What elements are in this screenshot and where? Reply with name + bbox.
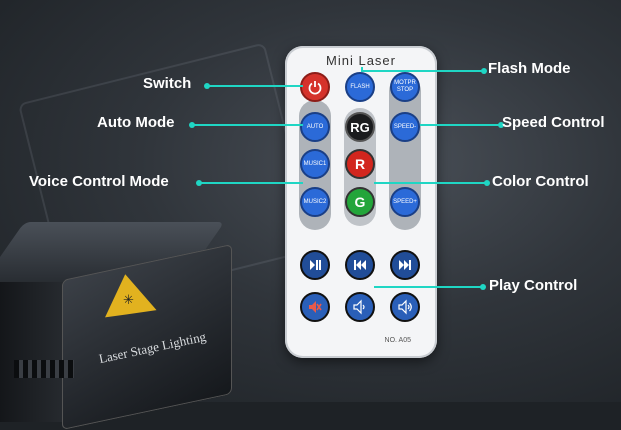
rg-button[interactable]: RG	[345, 112, 375, 142]
remote-title: Mini Laser	[326, 53, 396, 68]
voice-control-callout-line	[199, 182, 303, 184]
switch-callout-line	[207, 85, 303, 87]
switch-callout-label: Switch	[143, 75, 192, 92]
music1-label: MUSIC1	[303, 160, 327, 167]
voice-control-callout-label: Voice Control Mode	[29, 173, 169, 190]
play-control-callout-label: Play Control	[489, 277, 578, 294]
auto-button-label: AUTO	[306, 123, 324, 130]
flash-mode-callout-dot	[481, 68, 487, 74]
play-pause-icon	[310, 260, 321, 270]
motor-stop-button[interactable]: MOTPR STOP	[390, 72, 420, 102]
speed-plus-button[interactable]: SPEED+	[390, 187, 420, 217]
flash-button[interactable]: FLASH	[345, 72, 375, 102]
flash-mode-callout-label: Flash Mode	[488, 60, 571, 77]
music2-button[interactable]: MUSIC2	[300, 187, 330, 217]
speed-minus-label: SPEED-	[393, 123, 417, 130]
power-icon	[308, 81, 322, 95]
device-vent	[14, 360, 74, 378]
rg-button-label: RG	[350, 119, 370, 135]
music2-label: MUSIC2	[303, 198, 327, 205]
green-color-label: G	[354, 194, 366, 210]
auto-mode-callout-line	[192, 124, 303, 126]
play-control-callout-line	[374, 286, 482, 288]
flash-mode-callout-stem	[361, 67, 363, 72]
speed-control-callout-line	[420, 124, 500, 126]
laser-warning-symbol: ✳	[123, 292, 134, 307]
volume-down-icon	[353, 299, 365, 315]
speed-plus-label: SPEED+	[393, 198, 417, 205]
next-icon	[399, 260, 411, 270]
play-control-callout-dot	[480, 284, 486, 290]
red-color-label: R	[354, 156, 366, 172]
speed-control-callout-label: Speed Control	[502, 114, 605, 131]
speed-minus-button[interactable]: SPEED-	[390, 112, 420, 142]
remote-control: Mini Laser FLASH MOTPR STOP AUTO RG SPEE…	[285, 46, 437, 358]
previous-button[interactable]	[345, 250, 375, 280]
flash-button-label: FLASH	[350, 83, 370, 90]
mute-button[interactable]	[300, 292, 330, 322]
color-control-callout-dot	[484, 180, 490, 186]
volume-up-icon	[398, 299, 412, 315]
auto-button[interactable]: AUTO	[300, 112, 330, 142]
color-control-callout-label: Color Control	[492, 173, 589, 190]
next-button[interactable]	[390, 250, 420, 280]
mute-icon	[309, 301, 322, 313]
auto-mode-callout-label: Auto Mode	[97, 114, 175, 131]
volume-up-button[interactable]	[390, 292, 420, 322]
previous-icon	[354, 260, 366, 270]
flash-mode-callout-line	[361, 70, 483, 72]
laser-device-image: ✳ Laser Stage Lighting	[0, 222, 240, 430]
green-color-button[interactable]: G	[345, 187, 375, 217]
color-control-callout-line	[374, 182, 486, 184]
red-color-button[interactable]: R	[345, 149, 375, 179]
remote-model-number: NO. A05	[384, 337, 411, 344]
volume-down-button[interactable]	[345, 292, 375, 322]
power-button[interactable]	[300, 72, 330, 102]
speed-control-callout-dot	[498, 122, 504, 128]
play-pause-button[interactable]	[300, 250, 330, 280]
motor-stop-label: MOTPR STOP	[394, 80, 416, 93]
music1-button[interactable]: MUSIC1	[300, 149, 330, 179]
